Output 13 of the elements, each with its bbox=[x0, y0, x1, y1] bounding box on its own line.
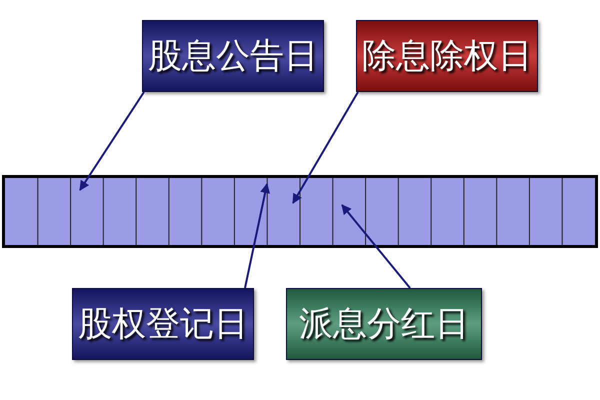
timeline-bar bbox=[2, 175, 598, 248]
date-label: 派息分红日 bbox=[299, 303, 469, 346]
label-box bbox=[356, 20, 538, 92]
leader-arrow bbox=[341, 204, 411, 289]
date-label: 除息除权日 bbox=[362, 35, 532, 78]
label-box bbox=[142, 20, 324, 92]
leader-arrow bbox=[79, 91, 145, 191]
leader-arrow bbox=[244, 183, 270, 288]
label-box bbox=[286, 288, 482, 360]
leader-arrow bbox=[292, 92, 359, 204]
date-label: 股权登记日 bbox=[78, 303, 248, 346]
date-label: 股息公告日 bbox=[148, 35, 318, 78]
label-box bbox=[72, 288, 254, 360]
